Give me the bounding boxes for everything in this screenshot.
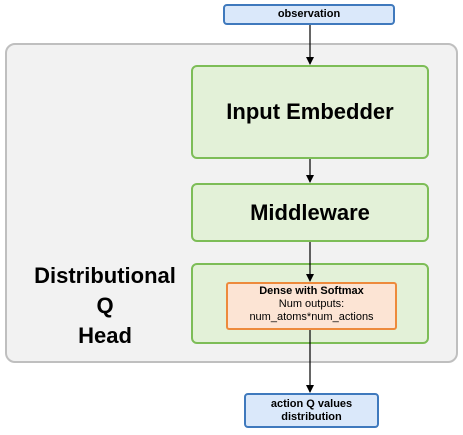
head-title: Distributional Q Head: [14, 261, 196, 351]
dense-outputs-label: Num outputs:: [278, 298, 345, 310]
dense-softmax-layer: Dense with Softmax Num outputs: num_atom…: [226, 282, 397, 330]
middleware-label: Middleware: [250, 199, 370, 225]
observation-label: observation: [277, 8, 341, 20]
head-title-line-1: Distributional: [34, 263, 176, 288]
middleware-block: Middleware: [191, 183, 429, 242]
output-label-line-2: distribution: [281, 410, 342, 423]
input-embedder-block: Input Embedder: [191, 65, 429, 159]
observation-box: observation: [223, 4, 395, 25]
head-title-line-3: Head: [78, 323, 132, 348]
output-box: action Q values distribution: [244, 393, 379, 428]
dense-outputs-value: num_atoms*num_actions: [249, 311, 374, 323]
dense-title: Dense with Softmax: [259, 285, 364, 297]
output-label-line-1: action Q values: [270, 397, 353, 410]
head-title-line-2: Q: [96, 293, 114, 318]
input-embedder-label: Input Embedder: [226, 99, 394, 124]
